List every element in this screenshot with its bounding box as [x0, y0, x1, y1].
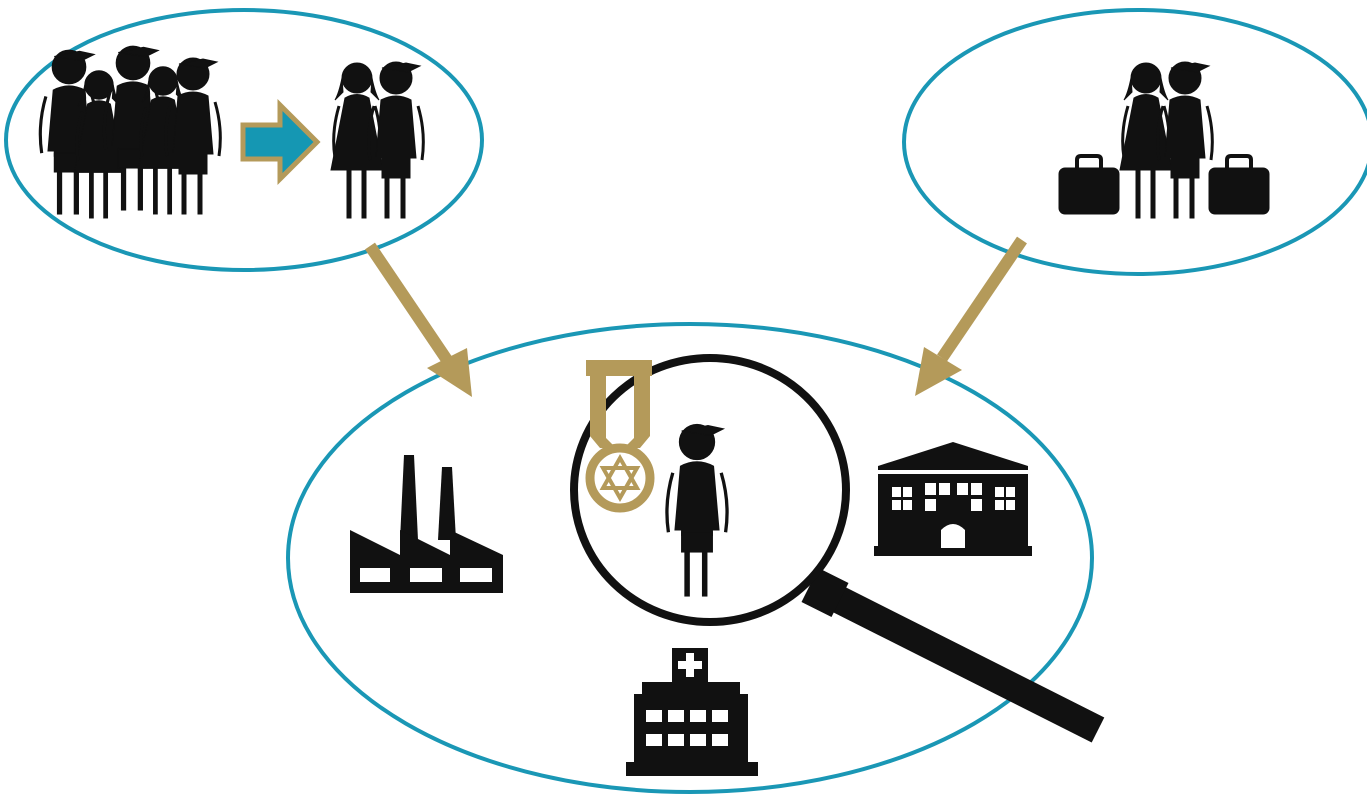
selection-ellipse: [4, 8, 484, 272]
group-of-people-icon: [38, 44, 222, 220]
building-icon: [874, 442, 1032, 556]
couple-icon: [329, 60, 425, 220]
down-right-arrow-icon: [365, 242, 472, 397]
couple-icon: [1118, 60, 1214, 220]
suitcase-icon: [1207, 154, 1271, 216]
medal-icon: [585, 360, 655, 513]
down-left-arrow-icon: [915, 236, 1027, 396]
hospital-icon: [626, 648, 758, 776]
society-ellipse: [286, 322, 1094, 794]
right-arrow-icon: [240, 98, 321, 186]
factory-icon: [350, 455, 503, 593]
suitcase-icon: [1057, 154, 1121, 216]
migration-ellipse: [902, 8, 1367, 276]
